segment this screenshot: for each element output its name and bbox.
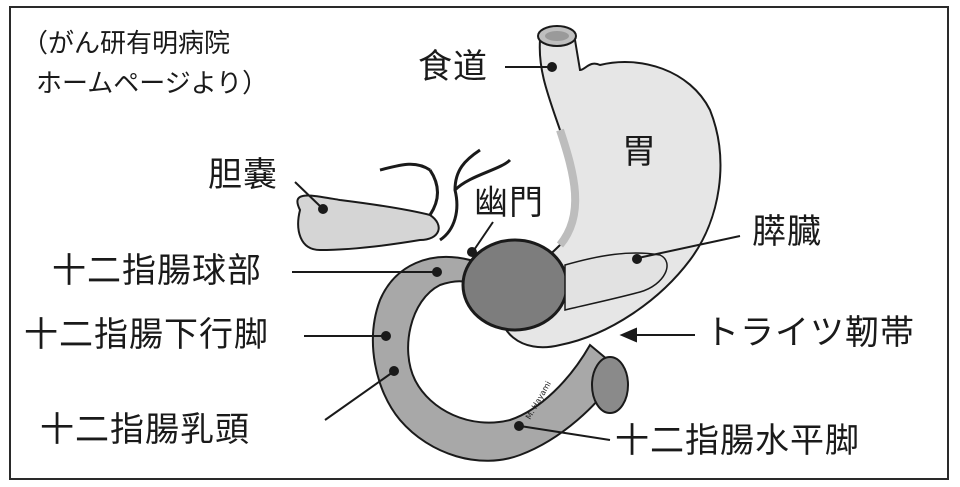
pylorus-opening [461,238,569,332]
leader-gallbladder [294,181,323,209]
label-esophagus: 食道 [418,47,488,87]
marker-pylorus [467,247,477,257]
marker-pancreas [632,254,642,264]
leader-pancreas [637,235,741,259]
leader-horizontal-duodenum [519,425,611,441]
source-credit: （がん研有明病院 ホームページより） [22,24,268,104]
marker-duodenal-bulb [432,267,442,277]
label-pancreas: 膵臓 [752,212,822,252]
jejunum-opening [591,356,629,414]
arrow-ligament-of-treitz [619,327,637,343]
esophagus-lumen [545,31,569,41]
label-ligament-of-treitz: トライツ靭帯 [705,313,915,353]
label-duodenal-papilla: 十二指腸乳頭 [40,410,250,450]
marker-duodenal-papilla [389,366,399,376]
label-descending-duodenum: 十二指腸下行脚 [24,315,269,355]
pancreas-shape [564,252,668,311]
bile-duct [379,148,512,242]
leader-pylorus [473,221,494,251]
label-gallbladder: 胆嚢 [208,155,278,195]
label-duodenal-bulb: 十二指腸球部 [52,251,262,291]
source-credit-line-2: ホームページより） [36,69,269,99]
source-credit-line-1: （がん研有明病院 [22,29,231,59]
marker-horizontal-duodenum [514,421,524,431]
stomach-shading [556,128,580,248]
marker-esophagus [547,62,557,72]
label-pylorus: 幽門 [474,183,544,223]
leader-duodenal-papilla [324,371,394,421]
gallbladder-shape [296,194,440,252]
label-horizontal-duodenum: 十二指腸水平脚 [615,421,860,461]
marker-descending-duodenum [381,331,391,341]
marker-gallbladder [318,204,328,214]
label-stomach: 胃 [622,132,657,172]
